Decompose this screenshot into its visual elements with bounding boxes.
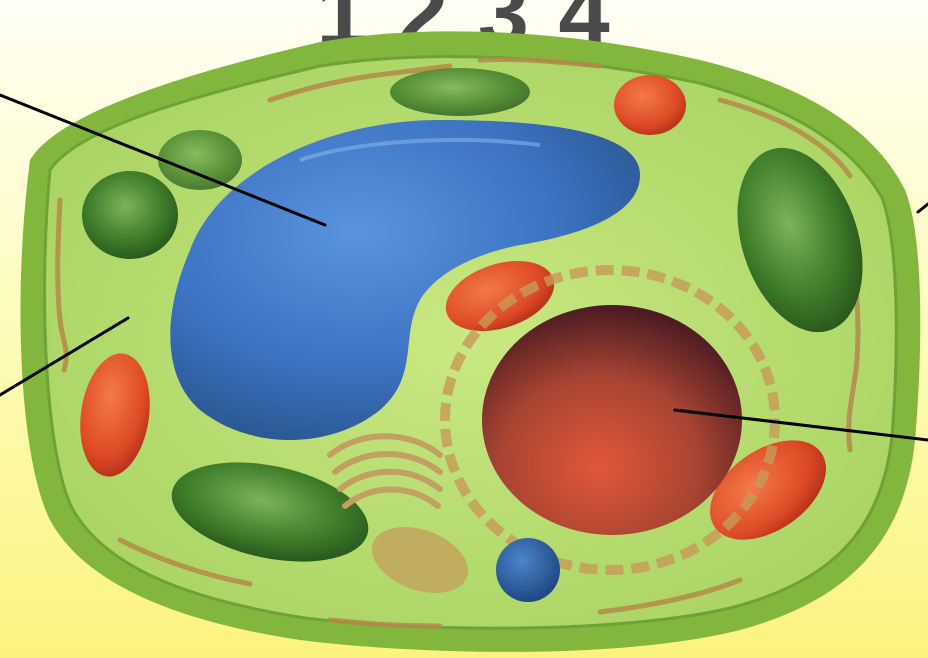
chloroplast	[158, 130, 242, 190]
chloroplast	[390, 68, 530, 116]
mitochondrion	[614, 75, 686, 135]
chloroplast	[82, 171, 178, 259]
pointer-line-4	[918, 204, 928, 212]
vesicle	[496, 538, 560, 602]
nucleus	[482, 305, 742, 535]
